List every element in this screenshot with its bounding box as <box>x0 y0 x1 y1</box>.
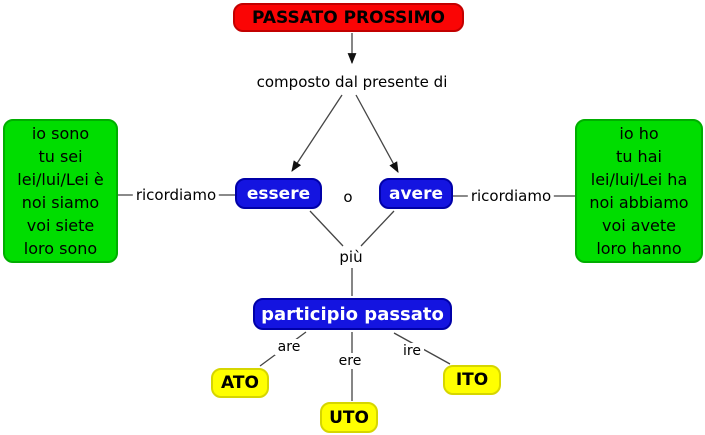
linking-phrase-ricordiamo-left: ricordiamo <box>132 186 220 204</box>
avere-form-loro: loro hanno <box>596 239 682 258</box>
concept-essere: essere <box>235 178 322 209</box>
avere-form-lei-lui: lei/lui/Lei ha <box>590 170 688 189</box>
linking-phrase-ere: ere <box>335 353 365 369</box>
concept-passato-prossimo: PASSATO PROSSIMO <box>233 3 464 32</box>
essere-form-tu: tu sei <box>38 147 83 166</box>
essere-form-noi: noi siamo <box>21 193 100 212</box>
connector-composto-to-essere <box>291 94 343 172</box>
avere-conjugation-box: io ho tu hai lei/lui/Lei ha noi abbiamo … <box>575 119 703 263</box>
concept-avere: avere <box>379 178 453 209</box>
concept-uto: UTO <box>320 402 378 433</box>
avere-form-tu: tu hai <box>616 147 662 166</box>
essere-form-loro: loro sono <box>23 239 98 258</box>
connector-avere-to-piu <box>360 210 395 247</box>
linking-phrase-piu: più <box>339 248 363 266</box>
linking-phrase-ire: ire <box>400 343 424 359</box>
linking-phrase-ricordiamo-right: ricordiamo <box>467 187 555 205</box>
essere-form-voi: voi siete <box>26 216 95 235</box>
connector-composto-to-avere <box>355 94 399 173</box>
avere-form-noi: noi abbiamo <box>589 193 689 212</box>
essere-conjugation-box: io sono tu sei lei/lui/Lei è noi siamo v… <box>3 119 118 263</box>
linking-phrase-are: are <box>274 339 304 355</box>
connector-essere-to-piu <box>309 210 344 247</box>
avere-form-voi: voi avete <box>601 216 677 235</box>
concept-participio-passato: participio passato <box>253 298 452 330</box>
avere-form-io: io ho <box>619 124 659 143</box>
concept-ito: ITO <box>443 365 501 395</box>
concept-ato: ATO <box>211 368 269 398</box>
essere-form-lei-lui: lei/lui/Lei è <box>17 170 104 189</box>
linking-phrase-composto: composto dal presente di <box>256 73 448 91</box>
linking-phrase-o: o <box>343 188 353 206</box>
essere-form-io: io sono <box>31 124 90 143</box>
